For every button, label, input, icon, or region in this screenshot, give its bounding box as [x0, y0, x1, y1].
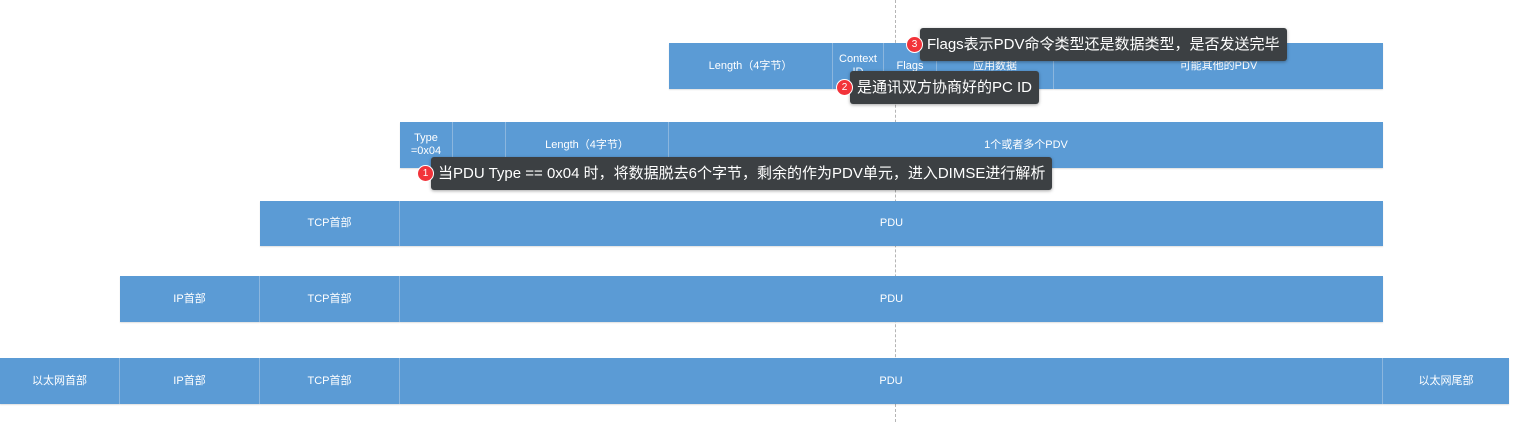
tcp-row-pdu: PDU — [400, 201, 1383, 246]
callout-number-badge: 1 — [417, 165, 434, 182]
ip-row-pdu: PDU — [400, 276, 1383, 322]
pdv-length-field: Length（4字节） — [669, 43, 833, 89]
eth-row-eth-header: 以太网首部 — [0, 358, 120, 404]
eth-row-pdu: PDU — [400, 358, 1383, 404]
eth-row-ip-header: IP首部 — [120, 358, 260, 404]
callout-pdu-type: 1 当PDU Type == 0x04 时，将数据脱去6个字节，剩余的作为PDV… — [417, 157, 1053, 190]
callout-number-badge: 3 — [906, 36, 923, 53]
tcp-row-tcp-header: TCP首部 — [260, 201, 400, 246]
callout-text: 当PDU Type == 0x04 时，将数据脱去6个字节，剩余的作为PDV单元… — [431, 157, 1053, 190]
ip-row-tcp-header: TCP首部 — [260, 276, 400, 322]
callout-number-badge: 2 — [836, 79, 853, 96]
callout-flags: 3 Flags表示PDV命令类型还是数据类型，是否发送完毕 — [906, 28, 1287, 61]
callout-context-id: 2 是通讯双方协商好的PC ID — [836, 71, 1040, 104]
callout-text: Flags表示PDV命令类型还是数据类型，是否发送完毕 — [920, 28, 1287, 61]
ip-row-ip-header: IP首部 — [120, 276, 260, 322]
eth-row-eth-trailer: 以太网尾部 — [1383, 358, 1509, 404]
callout-text: 是通讯双方协商好的PC ID — [850, 71, 1040, 104]
eth-row-tcp-header: TCP首部 — [260, 358, 400, 404]
